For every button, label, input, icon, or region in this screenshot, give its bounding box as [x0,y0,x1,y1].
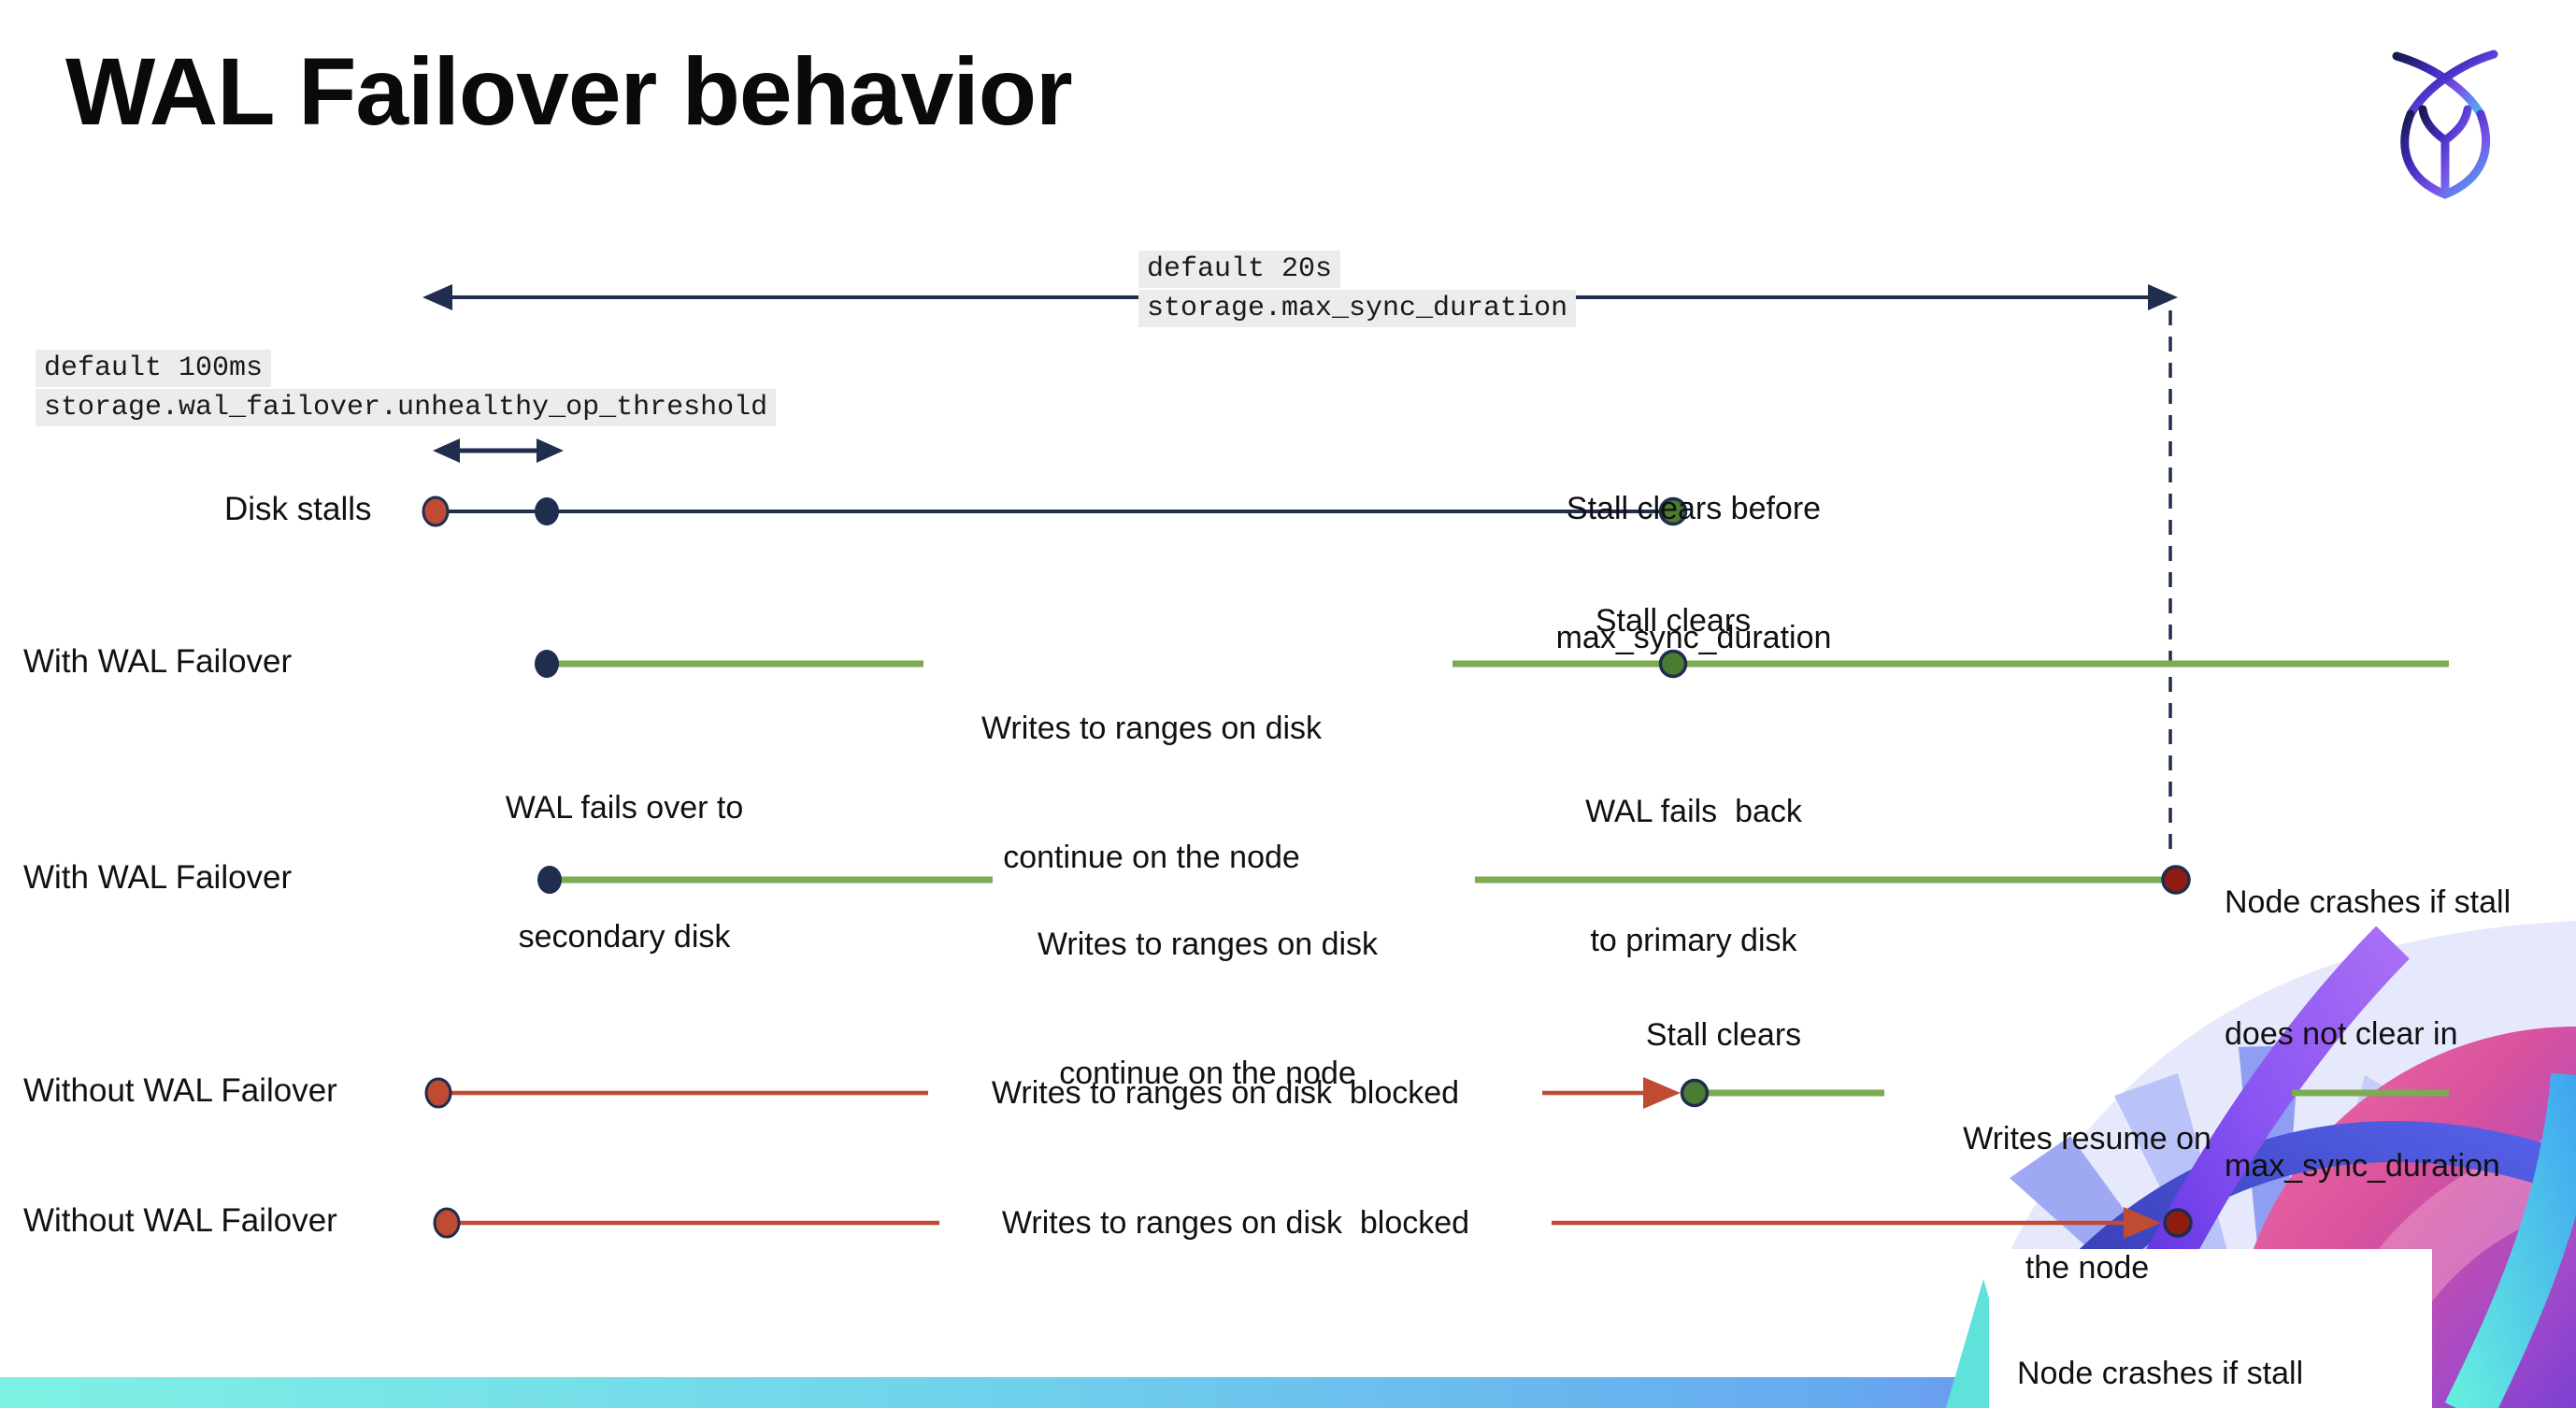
writes-blocked-annotation-1: Writes to ranges on disk blocked [991,1075,1460,1111]
annotation-line: WAL fails back [1585,794,1802,829]
wal-fails-back-annotation: WAL fails back to primary disk [1585,704,1802,1048]
stall-clears-dot [1680,1078,1710,1108]
annotation-line: secondary disk [518,919,731,955]
annotation-line: WAL fails over to [505,790,744,826]
annotation-line: does not clear in [2225,1016,2458,1052]
row-label-disk-stalls: Disk stalls [224,491,372,527]
writes-continue-annotation-1: Writes to ranges on disk continue on the… [981,621,1322,965]
annotation-line: Writes to ranges on disk [980,711,1323,746]
writes-resume-annotation: Writes resume on the node [1963,1031,2211,1375]
wal-fails-over-annotation: WAL fails over to secondary disk [506,700,743,1044]
annotation-line: max_sync_duration [2225,1148,2500,1184]
cockroachdb-logo-icon [2392,50,2498,199]
logo-stem [2418,105,2472,195]
row-without-wal-failover-crash [433,1207,2193,1239]
threshold-default-label: default 100ms [36,350,272,387]
annotation-line: Writes to ranges on disk [1037,927,1379,962]
arrow-head-left [433,438,460,463]
page-title: WAL Failover behavior [65,38,1073,145]
threshold-reached-dot [535,497,559,525]
decoration-cyan-band [2444,1072,2576,1408]
max-sync-setting-label: storage.max_sync_duration [1138,290,1577,327]
row-label-without-wal-failover-1: Without WAL Failover [23,1072,337,1109]
annotation-line: Node crashes if stall [2017,1356,2304,1391]
crash-caption-box [1989,1249,2432,1408]
disk-stall-start-dot [422,496,450,527]
row-label-without-wal-failover-2: Without WAL Failover [23,1202,337,1239]
annotation-line: Node crashes if stall [2225,884,2512,920]
annotation-line: max_sync_duration [1555,620,1832,655]
failover-dot [537,866,562,894]
row-label-with-wal-failover-1: With WAL Failover [23,643,293,680]
annotation-line: continue on the node [1059,1056,1356,1091]
writes-continue-annotation-2: Writes to ranges on disk continue on the… [1038,837,1378,1181]
row-with-wal-failover-clears [535,649,2449,679]
node-crash-dot [2163,1208,2193,1238]
red-arrow-head [2124,1207,2161,1239]
row-with-wal-failover-crash [537,865,2191,895]
annotation-line: Writes resume on [1963,1121,2211,1157]
stall-clears-dot [1658,649,1688,679]
row-label-with-wal-failover-2: With WAL Failover [23,859,293,896]
max-sync-default-label: default 20s [1138,251,1341,288]
annotation-line: Stall clears before [1566,491,1822,526]
arrow-head-left [422,284,452,310]
threshold-setting-label: storage.wal_failover.unhealthy_op_thresh… [36,389,777,426]
logo-antenna-right [2406,50,2498,119]
disk-stall-start-dot [433,1207,461,1239]
red-arrow-head [1643,1077,1681,1109]
stall-clears-dot [1658,496,1688,526]
row-disk-stalls [422,496,1688,527]
annotation-line: the node [2025,1250,2150,1286]
arrow-head-right [537,438,564,463]
writes-blocked-annotation-2: Writes to ranges on disk blocked [1001,1205,1470,1241]
stall-clears-annotation-2: Stall clears [1645,1017,1802,1053]
arrow-head-right [2148,284,2178,310]
node-crash-dot [2161,865,2191,895]
node-crashes-annotation-1: Node crashes if stall does not clear in … [2225,793,2511,1276]
disk-stall-start-dot [424,1077,452,1109]
annotation-line: continue on the node [1003,840,1300,875]
annotation-line: to primary disk [1590,923,1797,958]
row-without-wal-failover-clears [424,1077,2449,1109]
unhealthy-op-threshold-arrow [433,438,564,463]
stall-clears-annotation-1: Stall clears [1595,603,1752,639]
failover-dot [535,650,559,678]
node-crashes-annotation-2: Node crashes if stall does not clear in … [2017,1266,2303,1408]
stall-clears-before-annotation: Stall clears before max_sync_duration [1556,401,1832,745]
